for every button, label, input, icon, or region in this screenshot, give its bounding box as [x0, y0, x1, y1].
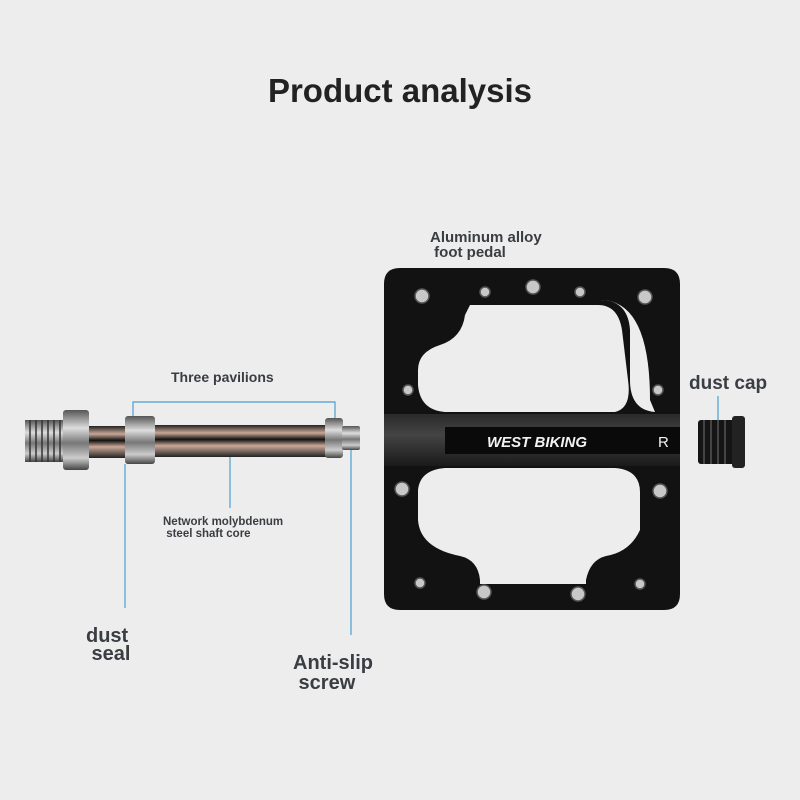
- label-three-pavilions: Three pavilions: [171, 369, 274, 385]
- bearing: [125, 416, 155, 464]
- brand-logo: WEST BIKING: [487, 434, 587, 451]
- label-dust-seal: dust seal: [86, 625, 131, 665]
- pedal-axle: [25, 410, 360, 470]
- pedal-body: WEST BIKING R: [384, 268, 680, 610]
- side-marker: R: [658, 434, 669, 451]
- dust-cap: [698, 416, 745, 468]
- page-title: Product analysis: [267, 72, 533, 109]
- hex-nut: [63, 410, 89, 470]
- brand-strip: [445, 427, 680, 454]
- label-shaft-core: Network molybdenum steel shaft core: [163, 516, 284, 540]
- thread: [25, 420, 63, 462]
- bearing: [325, 418, 343, 458]
- three-pavilions-bracket: [132, 401, 336, 418]
- anti-slip-pins: [394, 279, 668, 602]
- label-dust-cap: dust cap: [689, 373, 768, 394]
- steel-shaft-core: [155, 425, 327, 457]
- leader-lines: [124, 396, 719, 635]
- label-anti-slip-screw: Anti-slip screw: [293, 652, 373, 694]
- end-nut: [342, 426, 360, 450]
- label-aluminum-alloy: Aluminum alloy foot pedal: [430, 229, 542, 261]
